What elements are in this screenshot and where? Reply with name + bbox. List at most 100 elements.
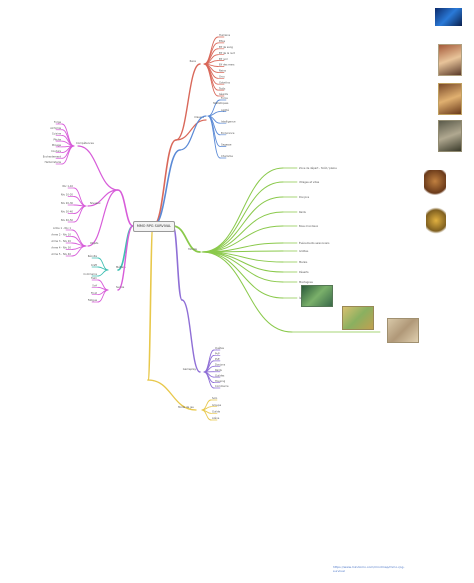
gameplay-leaf[interactable]: Guildes — [215, 373, 225, 377]
branch-race — [152, 139, 177, 227]
race-leaf[interactable]: Gobelins — [219, 80, 231, 84]
stats-leaf[interactable]: Charisme — [221, 154, 233, 158]
skills-leaf[interactable]: Cuisine — [52, 132, 62, 136]
race-leaf[interactable]: Trolls — [219, 86, 226, 90]
world-leaf[interactable]: Marais — [299, 260, 308, 264]
world-edge — [201, 225, 284, 253]
race-leaf[interactable]: Géants — [219, 92, 229, 96]
world-leaf[interactable]: Grottes — [299, 249, 309, 253]
world-leaf[interactable]: Villages et villes — [299, 180, 320, 184]
survival-leaf[interactable]: Soif — [92, 284, 97, 288]
modes-leaf[interactable]: Groupe — [212, 403, 222, 407]
modes-leaf[interactable]: Solo — [212, 396, 218, 400]
gameplay-edge — [203, 371, 215, 389]
branch-stats-hub — [179, 115, 207, 151]
world-leaf[interactable]: Boss mondiaux — [299, 224, 319, 228]
levels-edge — [73, 205, 87, 223]
branch-modes-label[interactable]: Mode de jeu — [178, 405, 194, 409]
items-leaf[interactable]: Arme 3 - Niv 20 — [51, 239, 71, 243]
race-leaf[interactable]: Orcs — [219, 75, 225, 79]
survival-leaf[interactable]: Faim — [91, 276, 97, 280]
branch-stats-label[interactable]: Statistiques — [213, 101, 229, 105]
world-leaf[interactable]: Donjons — [299, 195, 310, 199]
skills-leaf[interactable]: Minage — [52, 143, 62, 147]
skills-leaf[interactable]: Alchimie — [50, 126, 61, 130]
modes-leaf[interactable]: Guilde — [212, 410, 220, 414]
stats-leaf[interactable]: Endurance — [221, 131, 235, 135]
world-leaf[interactable]: Raids — [299, 210, 306, 214]
stats-leaf[interactable]: Force — [221, 96, 228, 100]
map-image-3 — [387, 318, 419, 343]
world-edge — [201, 196, 284, 253]
gameplay-leaf[interactable]: Raids — [215, 368, 222, 372]
source-link[interactable]: https://www.mindomo.com/mindmap/mmo-rpg-… — [333, 565, 405, 573]
jobs-leaf[interactable]: Craft — [91, 263, 97, 267]
branch-jobs-label[interactable]: Métiers — [116, 265, 126, 269]
race-leaf[interactable]: Humains — [219, 33, 231, 37]
levels-leaf[interactable]: Niv 10-20 — [61, 193, 74, 197]
skills-leaf[interactable]: Herboristerie — [45, 160, 62, 164]
branch-levels-label[interactable]: Niveaux — [90, 201, 101, 205]
skills-leaf[interactable]: Couture — [51, 149, 61, 153]
branch-skills-label[interactable]: Compétences — [76, 141, 94, 145]
creature-image-1 — [424, 170, 446, 198]
branch-modes-hub — [147, 379, 197, 411]
levels-leaf[interactable]: Niv 30-40 — [61, 210, 74, 214]
modes-leaf[interactable]: Arène — [212, 416, 220, 420]
world-leaf[interactable]: Événements saisonniers — [299, 240, 330, 245]
branch-left — [117, 189, 134, 227]
jobs-leaf[interactable]: Commerce — [83, 272, 97, 276]
race-leaf[interactable]: Elfes — [219, 39, 226, 43]
gameplay-leaf[interactable]: PvP — [215, 352, 220, 356]
creature-image-2 — [426, 207, 446, 237]
skills-leaf[interactable]: Forge — [54, 120, 61, 124]
race-leaf[interactable]: Elf noir — [219, 57, 229, 61]
race-leaf[interactable]: Elf des mers — [219, 63, 235, 67]
skills-leaf[interactable]: Pêche — [54, 137, 62, 141]
world-leaf[interactable]: Déserts — [299, 270, 309, 274]
items-edge — [71, 242, 87, 247]
skills-leaf[interactable]: Enchantement — [43, 154, 61, 158]
gameplay-leaf[interactable]: Commerce — [215, 384, 229, 388]
stats-edge — [207, 115, 221, 159]
items-leaf[interactable]: Arme 5 - Niv 40 — [51, 252, 71, 256]
branch-items-label[interactable]: Objets — [90, 241, 99, 245]
levels-leaf[interactable]: Niv 20-30 — [61, 201, 74, 205]
jobs-edge — [97, 269, 109, 277]
levels-leaf[interactable]: Niv 1-10 — [62, 184, 73, 188]
branch-gameplay — [172, 225, 183, 301]
jobs-leaf[interactable]: Récolte — [88, 254, 98, 258]
race-edge — [203, 63, 219, 97]
gameplay-leaf[interactable]: PvE — [215, 357, 220, 361]
skills-edge — [61, 145, 75, 165]
branch-classes-label[interactable]: Classes — [194, 115, 204, 119]
stats-leaf[interactable]: Intelligence — [221, 119, 236, 123]
branch-survival-label[interactable]: Survie — [116, 285, 125, 289]
race-leaf[interactable]: Nains — [219, 69, 227, 73]
items-leaf[interactable]: Arme 4 - Niv 30 — [51, 246, 71, 250]
branch-race-label[interactable]: Race — [190, 59, 197, 63]
stats-leaf[interactable]: Agilité — [221, 108, 229, 112]
items-leaf[interactable]: Arme 2 - Niv 10 — [51, 233, 71, 237]
stats-leaf[interactable]: Sagesse — [221, 143, 232, 147]
branch-race-hub — [175, 63, 201, 141]
branch-modes — [147, 225, 154, 381]
world-edge — [201, 167, 284, 253]
branch-gameplay-label[interactable]: Gameplay — [183, 367, 197, 371]
race-leaf[interactable]: Elf de sang — [219, 45, 233, 49]
branch-world-label[interactable]: Monde — [188, 247, 197, 251]
items-leaf[interactable]: Arme 1 - Niv 1 — [53, 226, 71, 230]
race-leaf[interactable]: Elf de la nuit — [219, 51, 235, 55]
gameplay-leaf[interactable]: Donjons — [215, 362, 226, 366]
world-leaf[interactable]: Montagnes — [299, 280, 313, 284]
levels-leaf[interactable]: Niv 40-50 — [61, 218, 74, 222]
gameplay-leaf[interactable]: Housing — [215, 379, 226, 383]
branch-survival — [117, 225, 134, 291]
root-node[interactable]: MMO RPG SURVIVAL — [133, 221, 175, 232]
items-edge — [71, 229, 87, 247]
world-leaf[interactable]: Zone de départ - forêt / plaine — [299, 166, 337, 170]
survival-leaf[interactable]: Fatigue — [88, 298, 98, 302]
world-edge — [201, 211, 284, 253]
gameplay-leaf[interactable]: Quêtes — [215, 346, 225, 350]
survival-leaf[interactable]: Froid — [91, 291, 97, 295]
